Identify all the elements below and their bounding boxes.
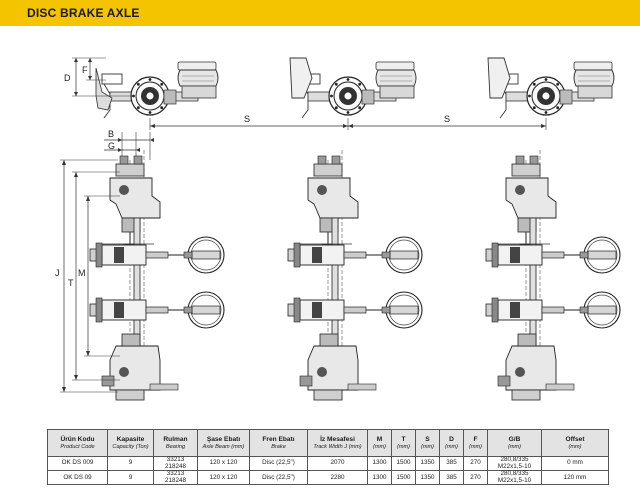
dim-label-d: D	[64, 73, 71, 83]
section-title: DISC BRAKE AXLE	[27, 6, 140, 20]
cell-t: 1500	[391, 470, 416, 486]
cell-d: 385	[439, 470, 464, 486]
header-offset: Offset(mm)	[541, 429, 609, 457]
cell-m: 1300	[367, 470, 392, 486]
front-view-axle-3	[485, 149, 621, 401]
cell-track-width: 2070	[307, 455, 368, 472]
cell-axle-beam: 120 x 120	[197, 470, 250, 486]
cell-f: 270	[463, 470, 488, 486]
dim-label-j: J	[55, 268, 60, 278]
header-m: M(mm)	[367, 429, 392, 457]
cell-offset: 0 mm	[541, 455, 609, 472]
cell-capacity: 9	[107, 470, 154, 486]
drawing-canvas: D F S S B G J T M	[55, 57, 621, 401]
header-d: D(mm)	[439, 429, 464, 457]
cell-brake: Disc (22,5")	[249, 470, 308, 486]
dim-label-g: G	[108, 141, 115, 151]
cell-d: 385	[439, 455, 464, 472]
header-f: F(mm)	[463, 429, 488, 457]
cell-track-width: 2280	[307, 470, 368, 486]
cell-m: 1300	[367, 455, 392, 472]
header-s: S(mm)	[415, 429, 440, 457]
header-gb: G/B(mm)	[487, 429, 542, 457]
side-view-axle-2	[299, 61, 417, 119]
front-view-axle-1	[89, 149, 225, 401]
cell-product-code: OK DS 009	[47, 455, 108, 472]
dim-label-s-1: S	[244, 114, 250, 124]
dim-label-b: B	[108, 129, 114, 139]
header-t: T(mm)	[391, 429, 416, 457]
cell-product-code: OK DS 09	[47, 470, 108, 486]
dim-label-f: F	[82, 65, 88, 75]
dim-label-s-2: S	[444, 114, 450, 124]
cell-s: 1350	[415, 470, 440, 486]
section-header-bar: DISC BRAKE AXLE	[0, 0, 640, 26]
cell-f: 270	[463, 455, 488, 472]
front-view-axle-2	[287, 149, 423, 401]
cell-axle-beam: 120 x 120	[197, 455, 250, 472]
cell-offset: 120 mm	[541, 470, 609, 486]
side-view-axle-1	[101, 61, 219, 119]
dim-label-t: T	[68, 278, 74, 288]
axle-technical-drawing: D F S S B G J T M	[0, 26, 640, 426]
cell-t: 1500	[391, 455, 416, 472]
dim-label-m: M	[78, 268, 86, 278]
cell-brake: Disc (22,5")	[249, 455, 308, 472]
side-view-axle-3	[497, 61, 615, 119]
cell-capacity: 9	[107, 455, 154, 472]
cell-s: 1350	[415, 455, 440, 472]
